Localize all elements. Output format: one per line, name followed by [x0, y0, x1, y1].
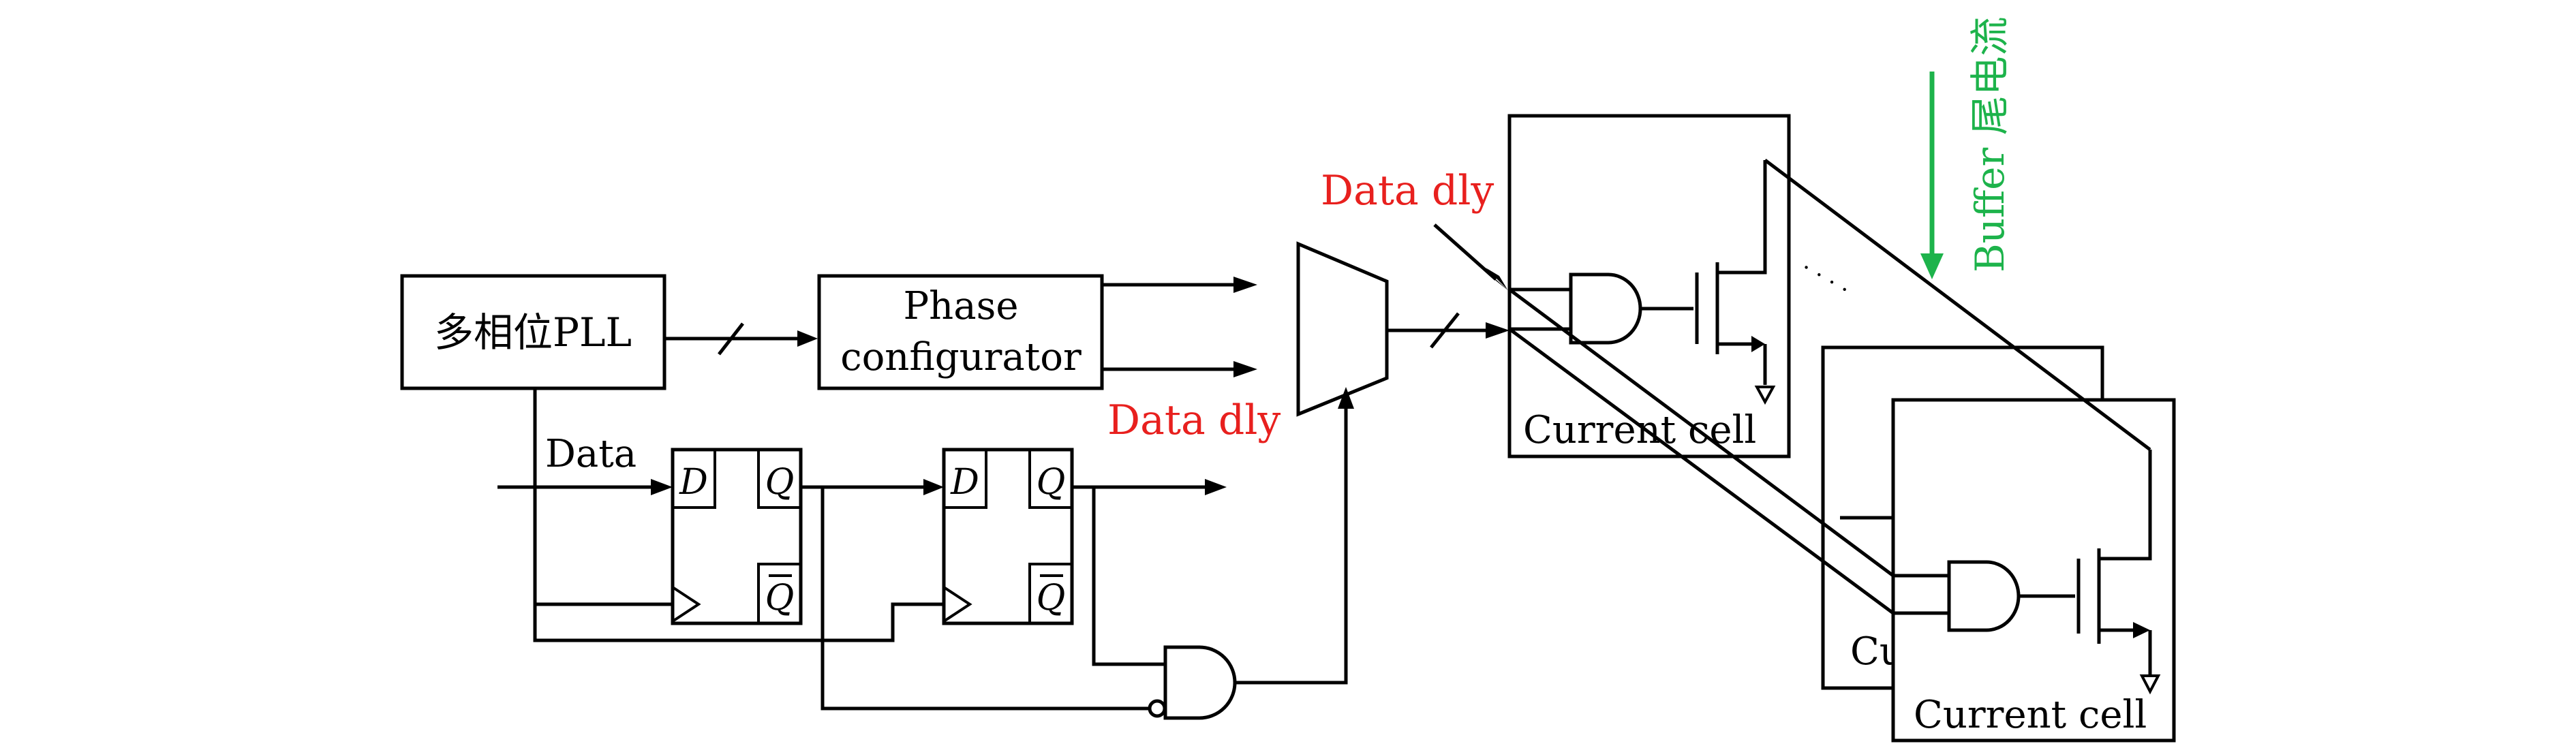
mux-output-bus: [1387, 312, 1509, 349]
pll-label: 多相位PLL: [434, 309, 632, 356]
and-gate-input: [1148, 387, 1354, 720]
phase-outputs: [1102, 277, 1257, 377]
phase-configurator-label-1: Phase: [903, 284, 1018, 328]
phase-configurator-label-2: configurator: [840, 335, 1082, 379]
current-cell-top: Current cell · · · ·: [1507, 114, 1855, 458]
ff2-qbar-label: Q: [1037, 578, 1066, 619]
pll-block: 多相位PLL: [400, 274, 666, 390]
ff-interconnect: [801, 479, 1227, 711]
current-cell-front: Current cell: [1891, 398, 2176, 743]
data-dly-label-bottom: Data dly: [1107, 396, 1281, 444]
ff1-q-label: Q: [765, 462, 795, 503]
ff2-d-label: D: [950, 462, 979, 503]
buffer-tail-current-label: Buffer 尾电流: [1967, 16, 2013, 272]
data-input: Data: [497, 432, 673, 495]
pll-bus: [664, 322, 818, 356]
phase-configurator-block: Phase configurator: [817, 274, 1104, 390]
phase-mux: [1296, 241, 1389, 417]
data-input-label: Data: [545, 432, 637, 476]
ff1-qbar-label: Q: [765, 578, 795, 619]
bus-diagonals: [1508, 159, 2151, 615]
data-dly-arrow: [1433, 223, 1509, 292]
data-dly-label-top: Data dly: [1321, 167, 1494, 215]
buffer-tail-current: Buffer 尾电流: [1920, 16, 2013, 279]
clock-lines: [533, 388, 944, 642]
flip-flop-2: D Q Q: [942, 448, 1074, 625]
flip-flop-1: D Q Q: [671, 448, 803, 625]
ff2-q-label: Q: [1037, 462, 1066, 503]
ff1-d-label: D: [679, 462, 708, 503]
cell-dots: · · · ·: [1796, 254, 1855, 303]
current-cell-front-label: Current cell: [1914, 693, 2147, 737]
